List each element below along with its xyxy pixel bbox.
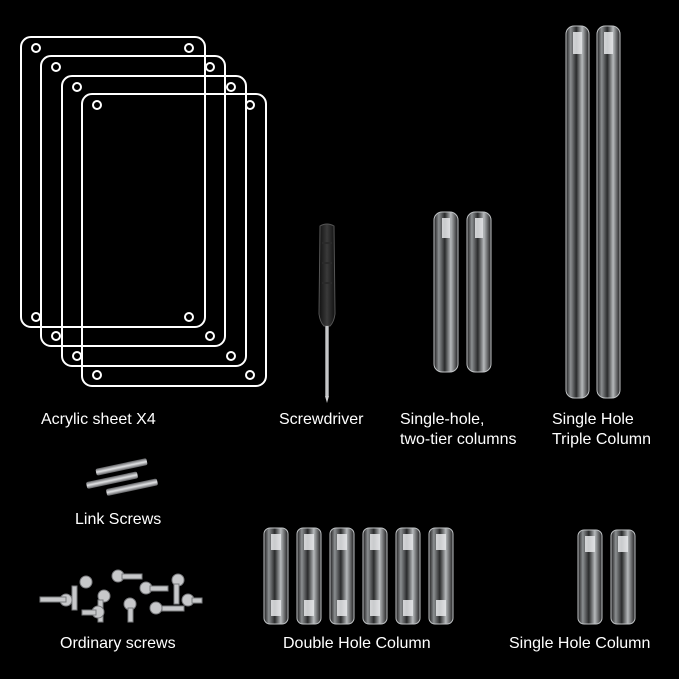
two-tier-columns-label-line2: two-tier columns xyxy=(400,431,517,448)
single-hole-column-label: Single Hole Column xyxy=(509,635,651,652)
double-hole-columns-illustration xyxy=(262,526,458,626)
triple-columns-illustration xyxy=(564,24,622,402)
two-tier-columns-label-line1: Single-hole, xyxy=(400,411,485,428)
acrylic-sheet-2 xyxy=(40,55,226,347)
single-hole-columns-illustration xyxy=(576,528,638,626)
link-screws-illustration xyxy=(80,458,160,500)
acrylic-sheet-3 xyxy=(61,75,247,367)
ordinary-screws-label: Ordinary screws xyxy=(60,635,176,652)
acrylic-sheet-label: Acrylic sheet X4 xyxy=(41,411,156,428)
link-screws-label: Link Screws xyxy=(75,511,162,528)
double-hole-column-label: Double Hole Column xyxy=(283,635,431,652)
triple-column-label-line1: Single Hole xyxy=(552,411,634,428)
acrylic-sheet-4 xyxy=(81,93,267,387)
acrylic-sheet-1 xyxy=(20,36,206,328)
screwdriver-icon xyxy=(314,222,340,404)
ordinary-screws-illustration xyxy=(38,562,204,624)
two-tier-columns-illustration xyxy=(432,210,494,376)
screwdriver-label: Screwdriver xyxy=(279,411,364,428)
acrylic-sheets-illustration xyxy=(18,34,270,390)
triple-column-label-line2: Triple Column xyxy=(552,431,651,448)
